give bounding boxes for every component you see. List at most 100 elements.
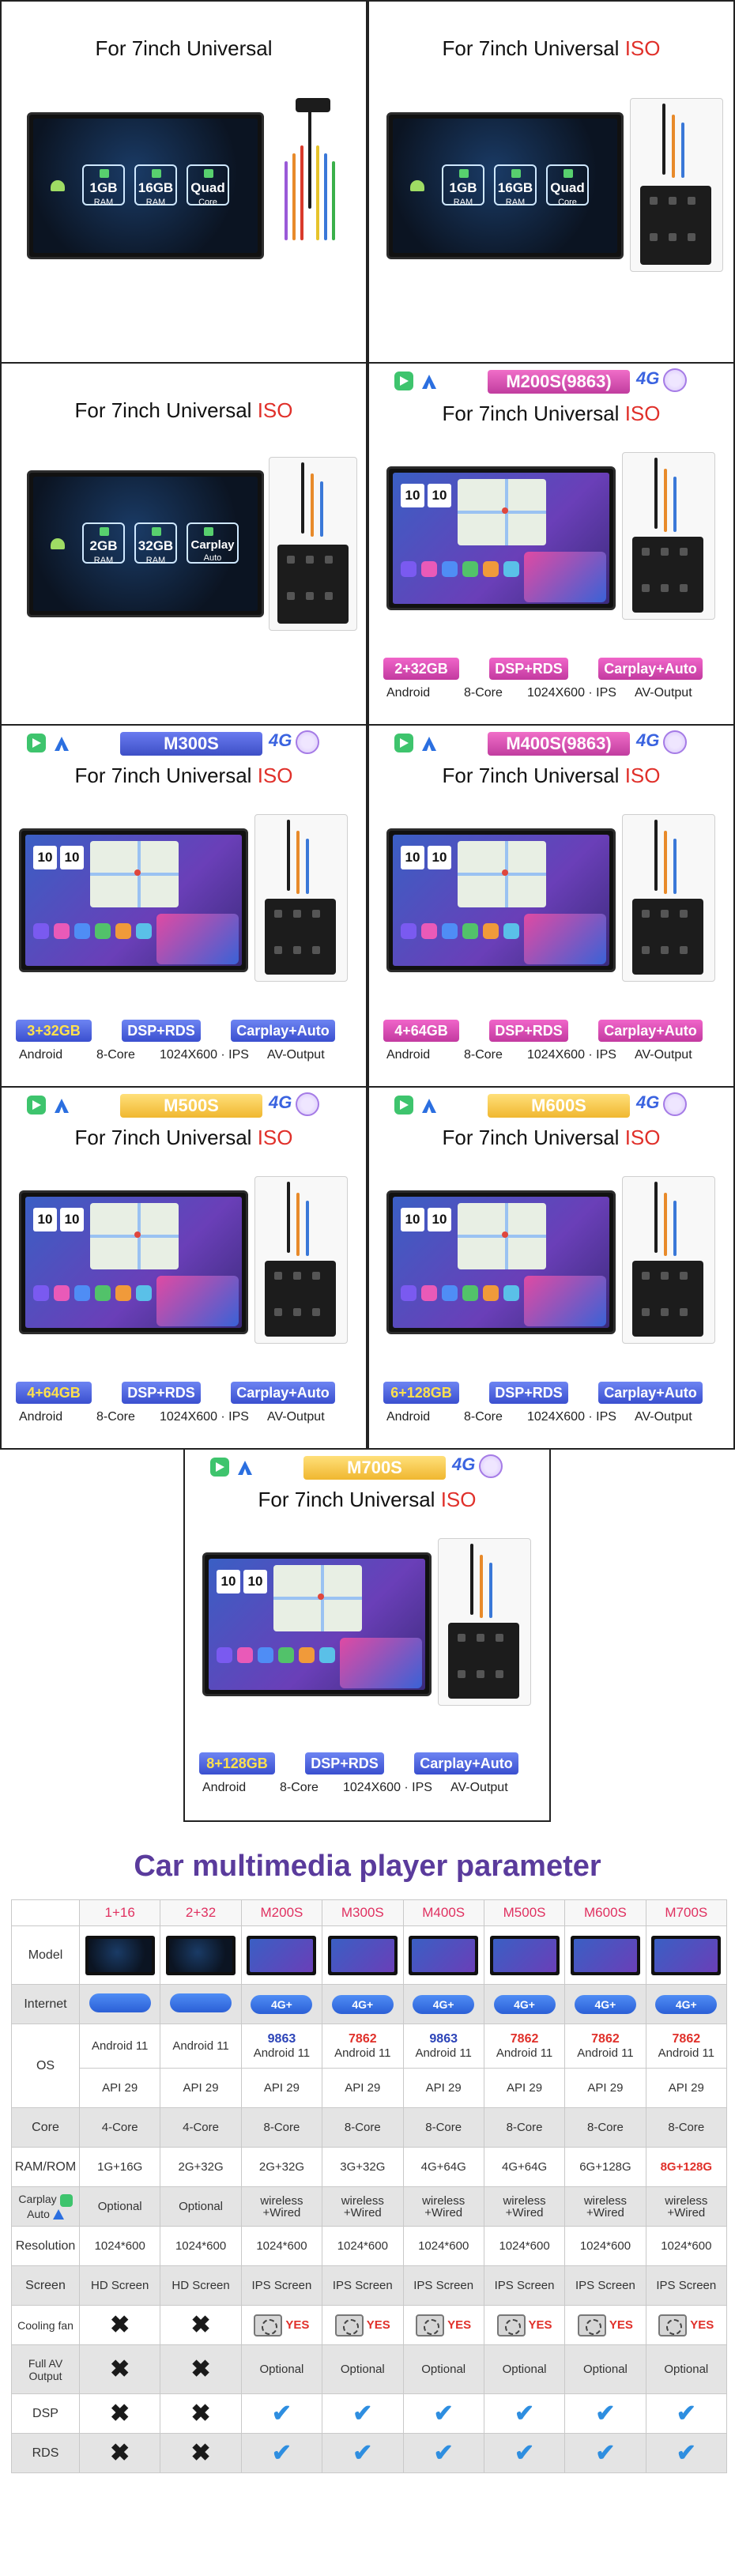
yes-label: YES bbox=[366, 2318, 390, 2332]
carplay-cell: wireless +Wired bbox=[322, 2186, 404, 2227]
carplay-support: Optional bbox=[179, 2200, 223, 2213]
app-icon[interactable] bbox=[115, 923, 131, 939]
app-icon[interactable] bbox=[421, 923, 437, 939]
app-icon[interactable] bbox=[401, 561, 416, 577]
app-icon[interactable] bbox=[462, 923, 478, 939]
app-icon[interactable] bbox=[278, 1647, 294, 1663]
card-title: For 7inch Universal ISO bbox=[442, 764, 661, 787]
app-icon[interactable] bbox=[442, 1285, 458, 1301]
app-icon[interactable] bbox=[217, 1647, 232, 1663]
app-icon[interactable] bbox=[442, 561, 458, 577]
plug-hole bbox=[274, 910, 282, 918]
internet-cell: 4G+ bbox=[483, 1984, 566, 2024]
app-icon[interactable] bbox=[74, 923, 90, 939]
plug-hole bbox=[680, 910, 688, 918]
app-icon[interactable] bbox=[401, 1285, 416, 1301]
row-label-core: Core bbox=[11, 2107, 80, 2148]
carplay-support: wireless +Wired bbox=[583, 2193, 628, 2220]
fan-icon bbox=[658, 2314, 688, 2337]
wire bbox=[673, 477, 677, 532]
ram-rom-value: 8G+128G bbox=[660, 2160, 713, 2174]
app-icon[interactable] bbox=[483, 1285, 499, 1301]
row-label-resolution: Resolution bbox=[11, 2226, 80, 2266]
api-level: API 29 bbox=[263, 2081, 300, 2095]
app-icon[interactable] bbox=[503, 923, 519, 939]
carplay-support: wireless +Wired bbox=[665, 2193, 708, 2220]
map-widget bbox=[458, 479, 546, 545]
plug-hole bbox=[293, 910, 301, 918]
four-g-label: 4G bbox=[636, 368, 660, 388]
app-icon[interactable] bbox=[483, 923, 499, 939]
app-icon[interactable] bbox=[462, 1285, 478, 1301]
app-icon[interactable] bbox=[74, 1285, 90, 1301]
app-icon[interactable] bbox=[421, 1285, 437, 1301]
iso-harness-image bbox=[630, 98, 723, 272]
core-cell: 8-Core bbox=[402, 2107, 484, 2148]
model-badge: M400S(9863) bbox=[488, 732, 630, 756]
app-icon[interactable] bbox=[421, 561, 437, 577]
carplay-support: Optional bbox=[97, 2200, 142, 2213]
app-icon[interactable] bbox=[136, 1285, 152, 1301]
model-badge: M300S bbox=[120, 732, 262, 756]
app-icon[interactable] bbox=[401, 923, 416, 939]
fan-cell: YES bbox=[402, 2305, 484, 2345]
app-icon[interactable] bbox=[136, 923, 152, 939]
app-icon[interactable] bbox=[95, 1285, 111, 1301]
app-icon[interactable] bbox=[503, 561, 519, 577]
rds-cell: ✔ bbox=[645, 2433, 728, 2473]
api-level: API 29 bbox=[587, 2081, 624, 2095]
four-g-label: 4G bbox=[452, 1454, 476, 1474]
app-icon[interactable] bbox=[258, 1647, 273, 1663]
app-icon[interactable] bbox=[33, 923, 49, 939]
app-icon[interactable] bbox=[483, 561, 499, 577]
clock-hour: 10 bbox=[401, 1208, 424, 1231]
memory-pill: 6+128GB bbox=[383, 1382, 459, 1404]
carplay-auto-pill: Carplay+Auto bbox=[598, 658, 703, 680]
iso-plug bbox=[265, 899, 336, 975]
app-icon[interactable] bbox=[33, 1285, 49, 1301]
fullav-cell: Optional bbox=[322, 2344, 404, 2394]
plug-hole bbox=[477, 1670, 484, 1678]
rds-cell: ✔ bbox=[483, 2433, 566, 2473]
api-level: API 29 bbox=[425, 2081, 462, 2095]
model-thumb bbox=[489, 1935, 560, 1975]
app-icon[interactable] bbox=[319, 1647, 335, 1663]
wifi-icon bbox=[663, 1092, 687, 1116]
carplay-support: wireless +Wired bbox=[422, 2193, 466, 2220]
app-icon[interactable] bbox=[115, 1285, 131, 1301]
plug-hole bbox=[680, 548, 688, 556]
app-icon[interactable] bbox=[442, 923, 458, 939]
col-m600s: M600S bbox=[564, 1899, 646, 1926]
app-icon[interactable] bbox=[54, 1285, 70, 1301]
app-icon[interactable] bbox=[503, 1285, 519, 1301]
app-icon[interactable] bbox=[54, 923, 70, 939]
plug-hole bbox=[661, 584, 669, 592]
label-android: Android bbox=[386, 1410, 431, 1424]
wire bbox=[664, 1193, 667, 1256]
app-icon[interactable] bbox=[299, 1647, 315, 1663]
wifi-icon bbox=[663, 730, 687, 754]
fullav-cell: ✖ bbox=[78, 2344, 161, 2394]
app-icon[interactable] bbox=[237, 1647, 253, 1663]
map-pin-icon bbox=[502, 869, 508, 876]
plug-hole bbox=[642, 548, 650, 556]
app-icon[interactable] bbox=[95, 923, 111, 939]
carplay-auto-pill: Carplay+Auto bbox=[598, 1020, 703, 1042]
app-icon[interactable] bbox=[462, 561, 478, 577]
api-cell: API 29 bbox=[483, 2068, 566, 2108]
fullav-cell: Optional bbox=[402, 2344, 484, 2394]
